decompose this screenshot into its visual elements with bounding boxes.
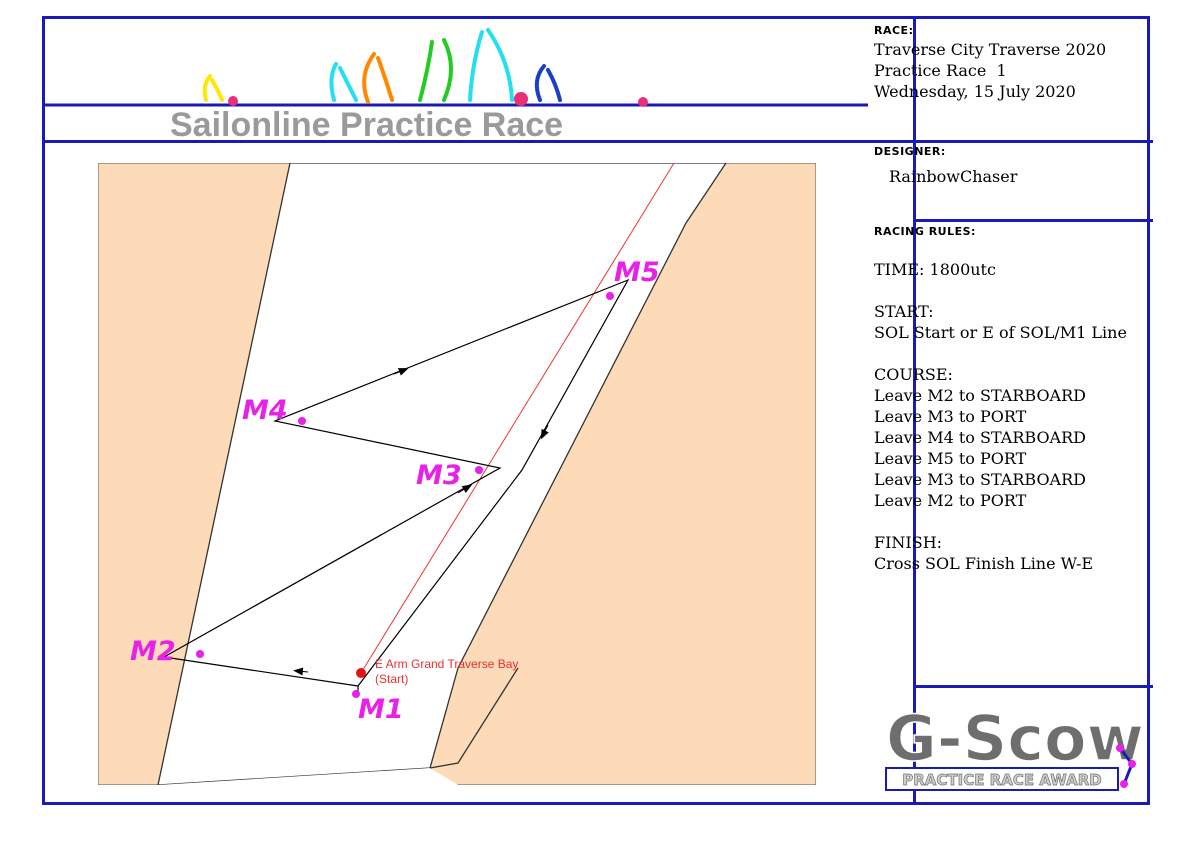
course-map: E Arm Grand Traverse Bay (Start) M1 M2 M… <box>98 163 816 785</box>
banner-graphic: Sailonline Practice Race <box>45 28 868 140</box>
sail-cyan-2 <box>468 28 514 102</box>
course-item-4: Leave M5 to PORT <box>874 449 1027 468</box>
shoreline <box>157 163 727 785</box>
start-point[interactable] <box>356 668 366 678</box>
award-ribbon <box>885 767 1119 791</box>
rhumb-line <box>360 163 675 674</box>
water-bottom <box>158 768 458 785</box>
shoreline-south <box>429 667 519 769</box>
mark-m3[interactable] <box>475 466 483 474</box>
course-route <box>162 278 630 687</box>
course-item-5: Leave M3 to STARBOARD <box>874 470 1086 489</box>
mark-m4[interactable] <box>298 417 306 425</box>
mark-label-m2: M2 <box>130 636 176 667</box>
award-title: G-Scow <box>886 702 1144 775</box>
mark-m5[interactable] <box>606 292 614 300</box>
course-item-3: Leave M4 to STARBOARD <box>874 428 1086 447</box>
mark-m1[interactable] <box>352 690 360 698</box>
sail-green <box>418 38 453 102</box>
designer-name: RainbowChaser <box>889 167 1018 186</box>
sail-yellow <box>202 74 224 102</box>
panel-divider <box>913 19 916 802</box>
banner-title: Sailonline Practice Race <box>170 106 563 140</box>
race-date: Wednesday, 15 July 2020 <box>874 82 1076 101</box>
mark-label-m5: M5 <box>614 257 660 288</box>
banner-dot-1 <box>228 96 238 106</box>
direction-arrow-1 <box>293 667 309 676</box>
direction-arrow-2 <box>457 484 473 494</box>
rules-course-heading: COURSE: <box>874 365 953 384</box>
banner-dot-2 <box>514 92 528 106</box>
rules-start-text: SOL Start or E of SOL/M1 Line <box>874 323 1127 342</box>
mark-m2[interactable] <box>196 650 204 658</box>
mark-label-m3: M3 <box>416 460 462 491</box>
rules-divider <box>913 685 1153 688</box>
direction-arrow-4 <box>540 424 549 440</box>
course-item-6: Leave M2 to PORT <box>874 491 1027 510</box>
sail-orange <box>362 52 394 104</box>
direction-arrow-3 <box>393 368 409 376</box>
sail-blue <box>534 64 562 102</box>
rules-label: RACING RULES: <box>874 225 976 238</box>
banner-sails <box>202 28 562 104</box>
race-name: Traverse City Traverse 2020 <box>874 40 1107 59</box>
rules-finish-heading: FINISH: <box>874 533 943 552</box>
designer-divider <box>913 219 1153 222</box>
race-label: RACE: <box>874 24 914 37</box>
course-item-1: Leave M2 to STARBOARD <box>874 386 1086 405</box>
race-divider <box>913 140 1153 143</box>
banner-divider <box>45 140 913 143</box>
race-subtitle: Practice Race 1 <box>874 61 1007 80</box>
designer-label: DESIGNER: <box>874 145 946 158</box>
award-course-icon <box>1116 744 1136 788</box>
award-logo: G-Scow PRACTICE RACE AWARD <box>885 701 1144 791</box>
rules-start-heading: START: <box>874 302 934 321</box>
start-label-line2: (Start) <box>375 672 408 686</box>
start-label-line1: E Arm Grand Traverse Bay <box>375 657 518 671</box>
rules-finish-text: Cross SOL Finish Line W-E <box>874 554 1094 573</box>
banner-dot-3 <box>638 97 648 107</box>
sail-cyan-1 <box>329 62 358 102</box>
mark-label-m1: M1 <box>358 694 404 725</box>
course-item-2: Leave M3 to PORT <box>874 407 1027 426</box>
water-area <box>158 163 726 785</box>
rules-time: TIME: 1800utc <box>874 260 996 279</box>
award-subtitle: PRACTICE RACE AWARD <box>902 771 1102 789</box>
mark-label-m4: M4 <box>242 395 288 426</box>
